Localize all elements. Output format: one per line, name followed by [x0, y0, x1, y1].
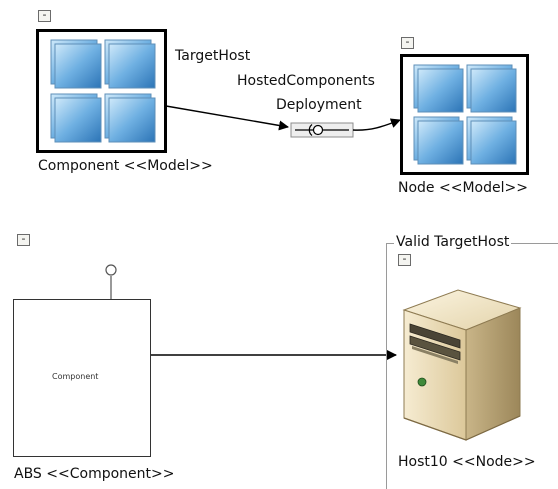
model-tile	[104, 39, 156, 89]
model-tile	[413, 116, 464, 165]
component-inner-label: Component	[52, 372, 99, 381]
association-line-target[interactable]	[352, 118, 401, 131]
node-model-label: Node <<Model>>	[398, 180, 528, 196]
collapse-button-targethost[interactable]: -	[398, 253, 411, 266]
deployment-connector[interactable]	[290, 122, 354, 138]
model-tile	[413, 64, 464, 113]
component-model-icon	[50, 39, 156, 143]
source-role-label: TargetHost	[175, 48, 251, 64]
server-icon[interactable]	[396, 286, 526, 444]
component-model-label: Component <<Model>>	[38, 158, 213, 174]
model-tile	[466, 116, 517, 165]
model-tile	[50, 39, 102, 89]
collapse-button-abs-component[interactable]: -	[17, 233, 30, 246]
collapse-button-node-model[interactable]: -	[401, 36, 414, 49]
host-node-label: Host10 <<Node>>	[398, 454, 536, 470]
model-tile	[50, 93, 102, 143]
valid-targethost-title: Valid TargetHost	[394, 234, 512, 250]
provided-interface-lollipop[interactable]	[105, 264, 117, 299]
node-model-box[interactable]	[400, 54, 529, 175]
abs-component-label: ABS <<Component>>	[14, 466, 175, 482]
component-model-box[interactable]	[36, 29, 167, 153]
abs-component-box[interactable]: Component	[13, 299, 151, 457]
collapse-button-component-model[interactable]: -	[38, 9, 51, 22]
model-tile	[104, 93, 156, 143]
target-role-label: HostedComponents	[237, 73, 375, 89]
model-tile	[466, 64, 517, 113]
association-line-source[interactable]	[165, 105, 289, 131]
node-model-icon	[413, 64, 517, 165]
deployment-connector-label: Deployment	[276, 97, 362, 113]
